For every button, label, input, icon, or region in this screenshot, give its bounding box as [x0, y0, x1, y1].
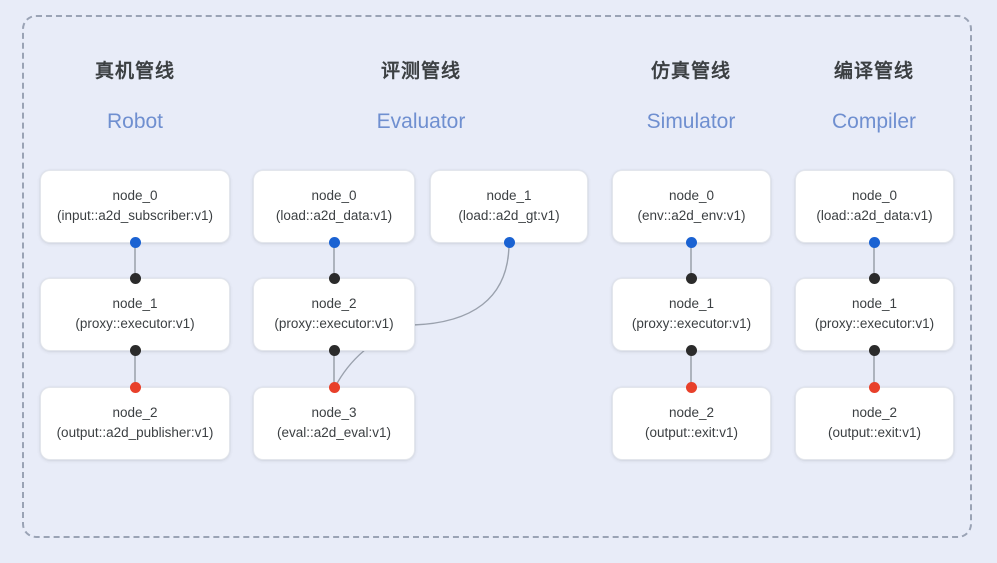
port-in-simulator-2[interactable] [685, 381, 697, 393]
node-compiler-0[interactable]: node_0 (load::a2d_data:v1) [795, 170, 954, 243]
node-name: node_1 [112, 296, 158, 312]
port-out-evaluator-2[interactable] [328, 344, 340, 356]
port-in-simulator-1[interactable] [685, 272, 697, 284]
column-title-zh-compiler: 编译管线 [833, 61, 914, 82]
node-robot-0[interactable]: node_0 (input::a2d_subscriber:v1) [40, 170, 230, 243]
edge-compiler-0-1 [873, 242, 875, 278]
port-in-robot-2[interactable] [129, 381, 141, 393]
edge-robot-0-1 [134, 242, 136, 278]
edge-simulator-1-2 [690, 350, 692, 387]
port-in-robot-1[interactable] [129, 272, 141, 284]
node-simulator-0[interactable]: node_0 (env::a2d_env:v1) [612, 170, 771, 243]
node-name: node_1 [851, 296, 898, 312]
node-name: node_2 [668, 405, 715, 421]
node-kind: (eval::a2d_eval:v1) [276, 425, 392, 440]
column-title-en-robot: Robot [106, 110, 164, 133]
node-name: node_0 [311, 188, 357, 204]
node-evaluator-0[interactable]: node_0 (load::a2d_data:v1) [253, 170, 415, 243]
node-name: node_1 [486, 188, 532, 204]
port-in-evaluator-2[interactable] [328, 272, 340, 284]
edge-evaluator-0-2 [333, 242, 335, 278]
node-kind: (load::a2d_gt:v1) [458, 208, 560, 223]
column-header-robot: 真机管线 Robot [40, 62, 230, 132]
node-kind: (proxy::executor:v1) [631, 316, 752, 331]
column-title-zh-evaluator: 评测管线 [380, 61, 461, 82]
node-kind: (proxy::executor:v1) [75, 316, 195, 331]
column-header-simulator: 仿真管线 Simulator [596, 62, 786, 132]
node-name: node_1 [668, 296, 715, 312]
column-header-compiler: 编译管线 Compiler [779, 62, 969, 132]
node-kind: (proxy::executor:v1) [274, 316, 394, 331]
node-name: node_0 [668, 188, 715, 204]
node-name: node_3 [311, 405, 357, 421]
edge-robot-1-2 [134, 350, 136, 387]
node-evaluator-2[interactable]: node_2 (proxy::executor:v1) [253, 278, 415, 351]
node-name: node_0 [112, 188, 158, 204]
node-robot-2[interactable]: node_2 (output::a2d_publisher:v1) [40, 387, 230, 460]
port-out-evaluator-0[interactable] [328, 236, 340, 248]
column-title-en-simulator: Simulator [646, 110, 736, 133]
column-title-zh-simulator: 仿真管线 [650, 61, 731, 82]
edge-evaluator-2-3 [333, 350, 335, 387]
node-compiler-1[interactable]: node_1 (proxy::executor:v1) [795, 278, 954, 351]
column-title-en-compiler: Compiler [831, 110, 917, 133]
port-in-evaluator-3[interactable] [328, 381, 340, 393]
node-evaluator-3[interactable]: node_3 (eval::a2d_eval:v1) [253, 387, 415, 460]
node-simulator-2[interactable]: node_2 (output::exit:v1) [612, 387, 771, 460]
column-title-en-evaluator: Evaluator [376, 110, 466, 133]
port-out-compiler-0[interactable] [868, 236, 880, 248]
column-header-evaluator: 评测管线 Evaluator [326, 62, 516, 132]
edge-simulator-0-1 [690, 242, 692, 278]
node-kind: (input::a2d_subscriber:v1) [56, 208, 214, 223]
node-kind: (load::a2d_data:v1) [816, 208, 933, 223]
node-name: node_2 [112, 405, 158, 421]
node-kind: (output::exit:v1) [644, 425, 739, 440]
port-out-evaluator-gt[interactable] [503, 236, 515, 248]
node-name: node_2 [311, 296, 357, 312]
port-out-robot-1[interactable] [129, 344, 141, 356]
port-in-compiler-1[interactable] [868, 272, 880, 284]
column-title-zh-robot: 真机管线 [94, 61, 175, 82]
edge-compiler-1-2 [873, 350, 875, 387]
node-evaluator-gt[interactable]: node_1 (load::a2d_gt:v1) [430, 170, 588, 243]
node-robot-1[interactable]: node_1 (proxy::executor:v1) [40, 278, 230, 351]
node-kind: (env::a2d_env:v1) [637, 208, 746, 223]
port-in-compiler-2[interactable] [868, 381, 880, 393]
node-name: node_2 [851, 405, 898, 421]
port-out-compiler-1[interactable] [868, 344, 880, 356]
node-compiler-2[interactable]: node_2 (output::exit:v1) [795, 387, 954, 460]
node-kind: (load::a2d_data:v1) [275, 208, 393, 223]
node-kind: (output::exit:v1) [827, 425, 922, 440]
port-out-simulator-1[interactable] [685, 344, 697, 356]
node-simulator-1[interactable]: node_1 (proxy::executor:v1) [612, 278, 771, 351]
port-out-robot-0[interactable] [129, 236, 141, 248]
node-kind: (proxy::executor:v1) [814, 316, 935, 331]
node-kind: (output::a2d_publisher:v1) [56, 425, 214, 440]
node-name: node_0 [851, 188, 898, 204]
port-out-simulator-0[interactable] [685, 236, 697, 248]
